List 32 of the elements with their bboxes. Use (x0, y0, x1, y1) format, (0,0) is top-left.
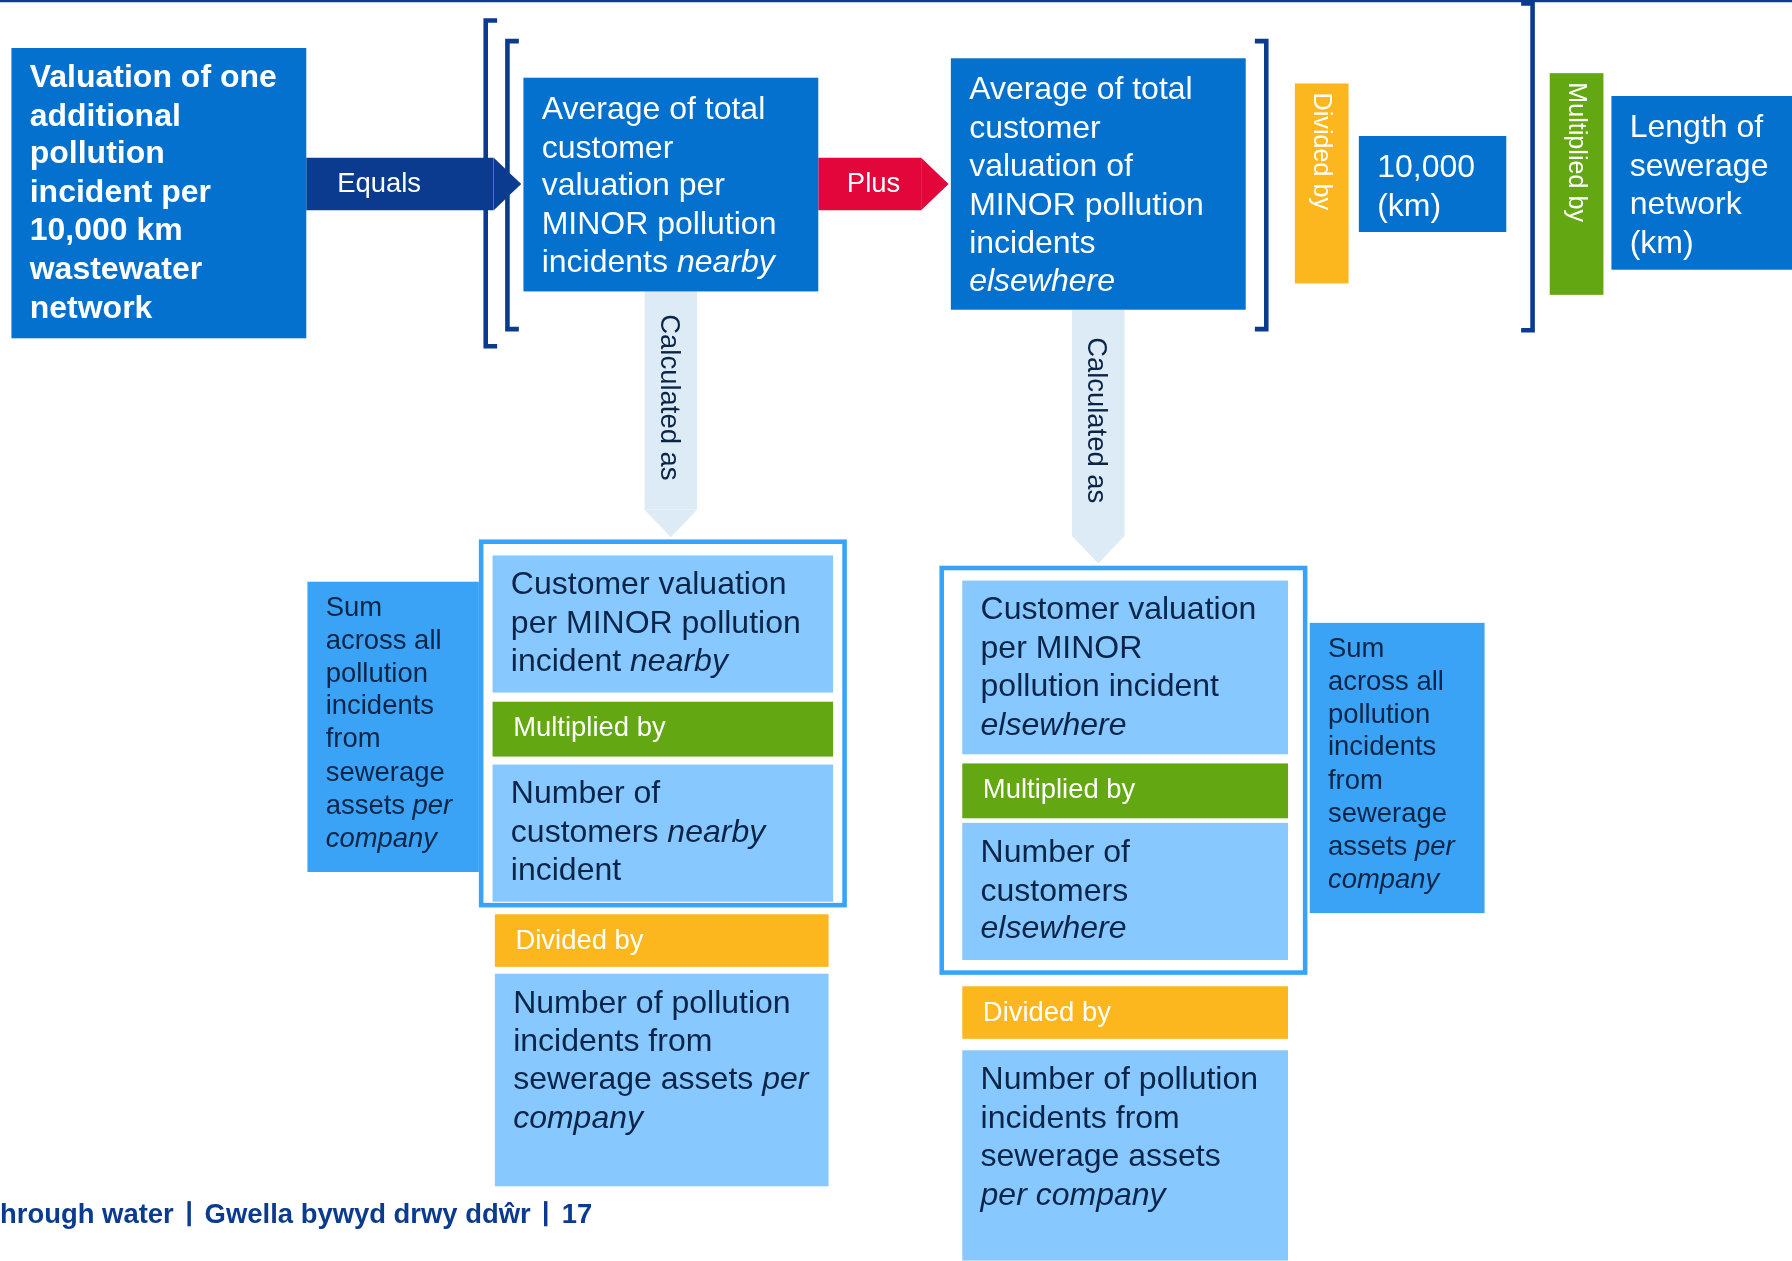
note-box: Sum across all pollution incidents from sewerage assets per company (307, 581, 479, 872)
edge-label: Equals (337, 166, 421, 199)
term-box: Average of total customer valuation per MINOR pollution incidents nearby (523, 77, 819, 292)
edge-label: Calculated as (653, 314, 686, 481)
operator-band: Multiplied by (962, 763, 1288, 819)
group-frame (939, 565, 1308, 975)
page-number: 17 (561, 1197, 593, 1230)
term-box: Number of pollution incidents from sewerage assets per company (962, 1050, 1288, 1261)
term-box: Length of sewerage network (km) (1611, 96, 1792, 270)
operator-band: Multiplied by (492, 701, 834, 757)
term-box: Number of customers elsewhere (962, 822, 1288, 960)
footer-text: Gwella bywyd drwy ddŵr (204, 1197, 531, 1230)
edge-label: Plus (846, 166, 901, 199)
term-box: Number of customers nearby incident (492, 764, 834, 902)
operator-band: Divided by (962, 986, 1288, 1039)
arrow (1072, 309, 1125, 564)
edge-label: Calculated as (1081, 337, 1114, 504)
arrow (306, 157, 522, 211)
note-box: Sum across all pollution incidents from sewerage assets per company (1309, 622, 1485, 914)
arrow (818, 157, 949, 211)
operator-band: Multiplied by (1549, 73, 1604, 295)
operator-band: Divided by (494, 914, 829, 967)
operator-band: Divided by (1294, 83, 1349, 284)
result-box: Valuation of one additional pollution incident per 10,000 km wastewater network (11, 48, 307, 339)
term-box: Average of total customer valuation of MINOR pollution incidents elsewhere (950, 58, 1246, 310)
arrow (644, 291, 698, 538)
term-box: 10,000 (km) (1358, 136, 1507, 232)
term-box: Number of pollution incidents from sewerage assets per company (494, 973, 829, 1187)
group-frame (478, 539, 847, 908)
footer-text: hrough water (0, 1197, 174, 1230)
term-box: Customer valuation per MINOR pollution incident nearby (492, 555, 834, 693)
term-box: Customer valuation per MINOR pollution incident elsewhere (962, 580, 1288, 755)
